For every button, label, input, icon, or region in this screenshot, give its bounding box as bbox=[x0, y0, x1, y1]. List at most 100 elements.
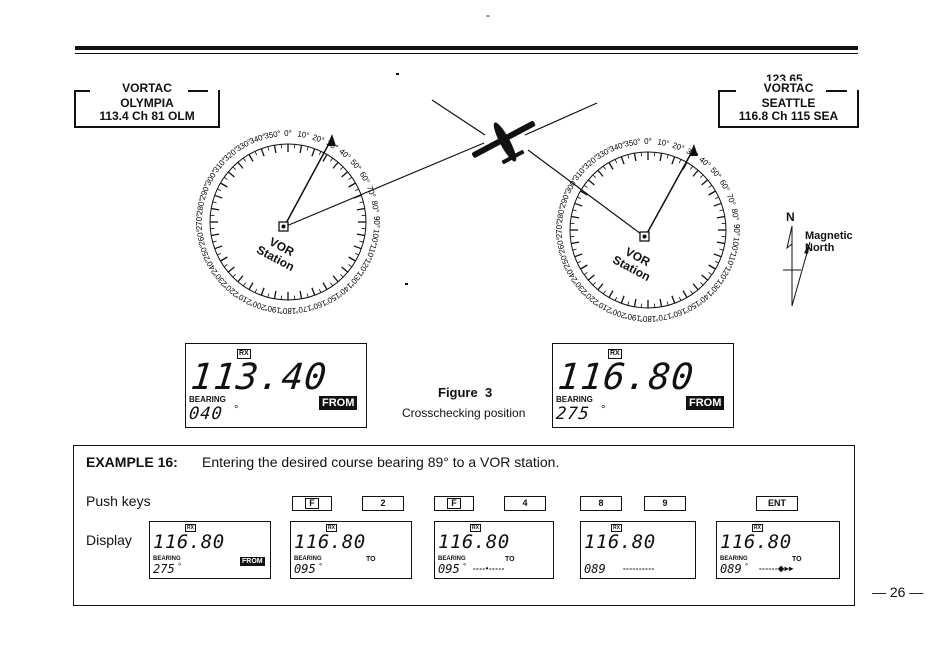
compass-tick-label: 70° bbox=[725, 193, 738, 207]
compass-tick-label: 190° bbox=[624, 311, 642, 323]
compass-tick bbox=[614, 159, 618, 164]
compass-tick bbox=[212, 240, 217, 243]
left-station-freq: 113.4 Ch 81 OLM bbox=[99, 109, 195, 123]
compass-ring bbox=[209, 143, 367, 301]
compass-tick bbox=[597, 283, 604, 291]
compass-tick bbox=[273, 145, 277, 154]
compass-tick bbox=[330, 282, 334, 287]
compass-tick bbox=[608, 162, 614, 170]
compass-tick bbox=[237, 275, 244, 283]
magnetic-north-arrow bbox=[783, 225, 811, 307]
mini-display-5: RX 116.80 BEARING 089 ° TO ------◆▸▸ bbox=[716, 521, 840, 579]
compass-tick bbox=[267, 146, 270, 151]
compass-tick bbox=[214, 194, 223, 199]
compass-tick bbox=[227, 266, 235, 273]
compass-tick bbox=[356, 233, 365, 237]
key-f[interactable]: F bbox=[292, 496, 332, 511]
compass-tick-label: 280° bbox=[555, 206, 567, 224]
compass-tick-label: 100° bbox=[369, 228, 381, 246]
compass-tick bbox=[627, 301, 630, 306]
compass-tick-label: 10° bbox=[297, 129, 310, 140]
compass-tick-label: 190° bbox=[264, 303, 282, 315]
compass-tick bbox=[572, 248, 577, 251]
compass-tick bbox=[592, 174, 596, 178]
compass-tick bbox=[580, 264, 588, 270]
compass-tick-label: 260° bbox=[555, 236, 567, 254]
bearing-needle-left bbox=[283, 137, 333, 228]
compass-tick bbox=[248, 154, 254, 162]
key-9[interactable]: 9 bbox=[644, 496, 686, 511]
compass-tick bbox=[708, 272, 713, 276]
compass-tick-label: 90° bbox=[732, 224, 741, 236]
compass-tick bbox=[267, 293, 270, 298]
left-station-box: VORTAC OLYMPIA 113.4 Ch 81 OLM bbox=[74, 81, 220, 128]
compass-tick bbox=[214, 245, 223, 250]
compass-tick bbox=[217, 188, 222, 192]
compass-tick bbox=[608, 290, 614, 298]
compass-tick bbox=[714, 196, 719, 200]
compass-tick bbox=[348, 264, 353, 268]
key-4[interactable]: 4 bbox=[504, 496, 546, 511]
rx-indicator: RX bbox=[237, 349, 251, 359]
compass-tick bbox=[659, 298, 663, 307]
key-2[interactable]: 2 bbox=[362, 496, 404, 511]
compass-tick bbox=[701, 274, 709, 281]
compass-tick bbox=[299, 290, 303, 299]
compass-tick bbox=[700, 174, 704, 178]
compass-tick-label: 90° bbox=[372, 216, 381, 228]
aircraft-icon bbox=[471, 120, 536, 165]
compass-tick bbox=[708, 264, 716, 270]
figure-title: Figure 3 bbox=[438, 385, 493, 400]
compass-tick bbox=[571, 241, 580, 245]
compass-tick bbox=[306, 293, 309, 298]
compass-tick bbox=[232, 166, 236, 170]
compass-tick bbox=[318, 288, 322, 293]
mini-display-3: RX 116.80 BEARING 095 ° TO ----•----- bbox=[434, 521, 554, 579]
compass-tick bbox=[211, 233, 220, 237]
compass-tick bbox=[348, 256, 356, 262]
compass-tick bbox=[354, 188, 359, 192]
top-mark: - bbox=[486, 8, 490, 22]
compass-tick-label: 270° bbox=[555, 222, 564, 239]
compass-tick bbox=[719, 209, 724, 212]
compass-tick bbox=[340, 166, 344, 170]
compass-tick bbox=[580, 190, 588, 196]
key-8[interactable]: 8 bbox=[580, 496, 622, 511]
compass-tick bbox=[242, 282, 246, 287]
compass-tick bbox=[273, 290, 277, 299]
compass-tick bbox=[682, 290, 688, 298]
compass-tick bbox=[223, 264, 228, 268]
compass-tick bbox=[340, 274, 344, 278]
mini-display-2: RX 116.80 BEARING 095 ° TO bbox=[290, 521, 412, 579]
compass-tick-label: 40° bbox=[697, 155, 712, 170]
page-number: — 26 — bbox=[872, 584, 924, 600]
compass-tick-label: 20° bbox=[311, 133, 325, 146]
compass-tick bbox=[671, 156, 676, 165]
compass-tick bbox=[577, 260, 582, 264]
compass-tick bbox=[348, 176, 353, 180]
compass-tick bbox=[659, 153, 663, 162]
compass-tick bbox=[602, 290, 606, 295]
key-ent[interactable]: ENT bbox=[756, 496, 798, 511]
display-label: Display bbox=[86, 532, 132, 548]
compass-tick-label: 180° bbox=[280, 306, 297, 315]
compass-tick bbox=[620, 156, 625, 165]
bearing-label: BEARING bbox=[189, 395, 226, 404]
compass-tick bbox=[620, 295, 625, 304]
example-heading: EXAMPLE 16: bbox=[86, 454, 178, 470]
from-indicator: FROM bbox=[319, 396, 358, 410]
compass-tick bbox=[341, 266, 349, 273]
key-f[interactable]: F bbox=[434, 496, 474, 511]
compass-tick bbox=[574, 253, 583, 258]
compass-tick-label: 180° bbox=[640, 314, 657, 323]
compass-tick bbox=[716, 215, 725, 219]
compass-tick bbox=[248, 282, 254, 290]
compass-tick bbox=[714, 260, 719, 264]
radial-line-left bbox=[283, 142, 485, 228]
bearing-value: 040 bbox=[187, 404, 224, 424]
bearing-value: 275 bbox=[554, 404, 591, 424]
lcd-display-left: RX 113.40 BEARING 040 ° FROM bbox=[185, 343, 367, 428]
compass-tick-label: 60° bbox=[358, 170, 372, 185]
compass-tick-label: 20° bbox=[671, 141, 685, 154]
